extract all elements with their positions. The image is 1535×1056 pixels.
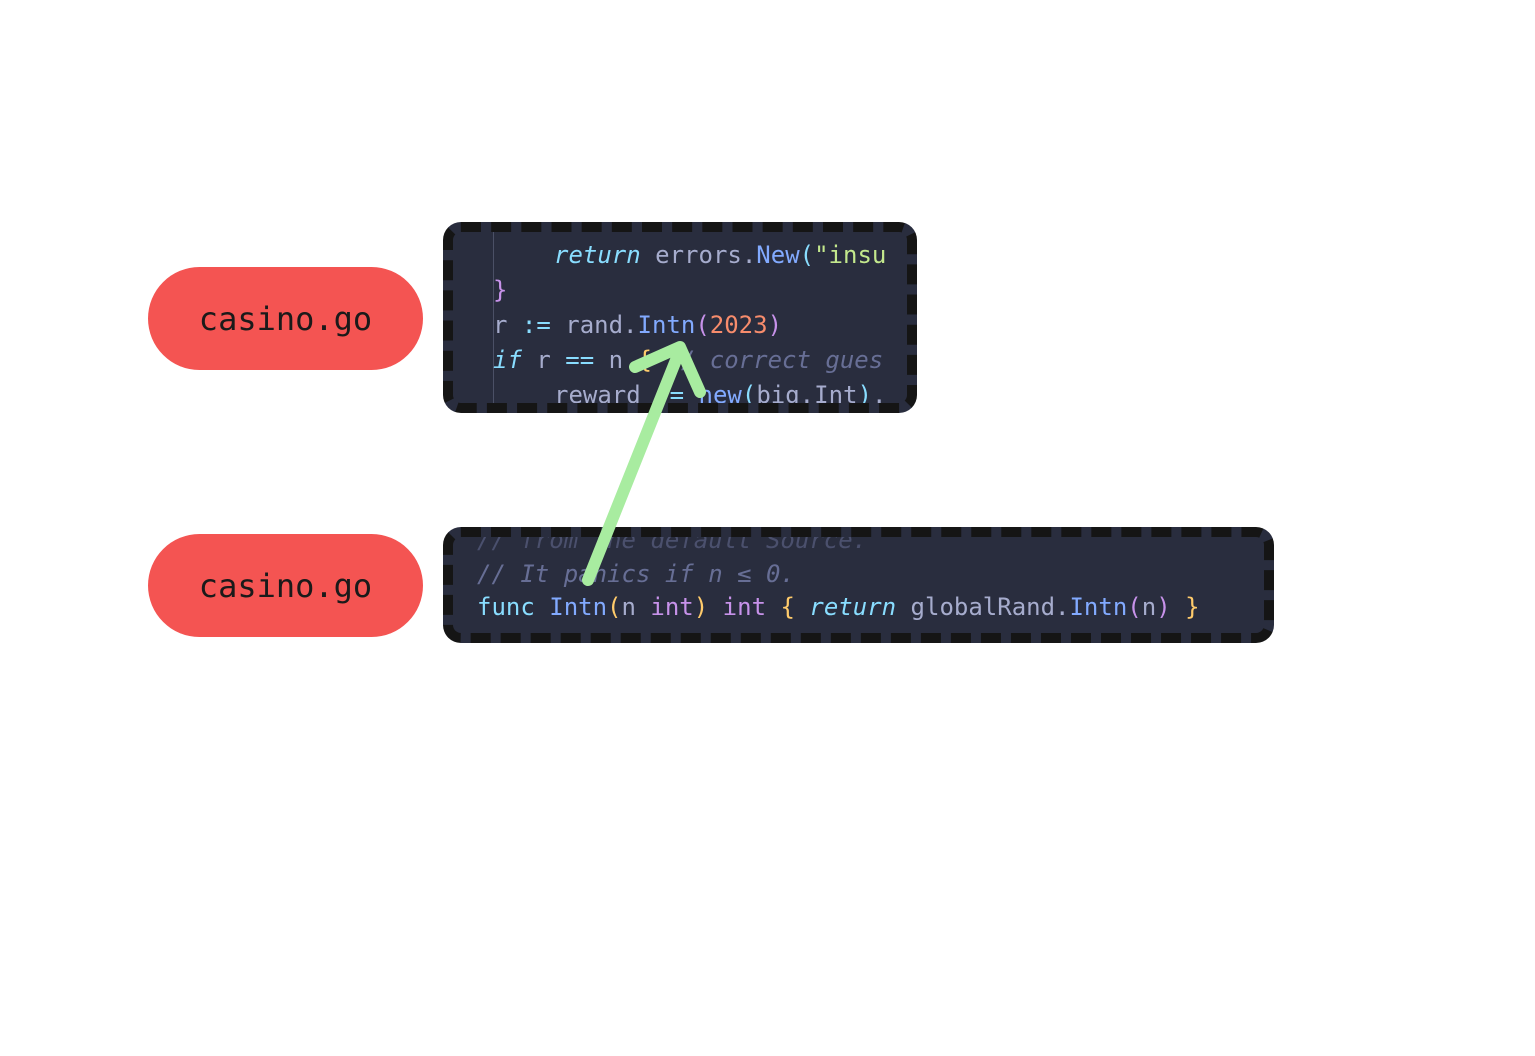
code-token xyxy=(684,381,698,403)
code-token: Intn xyxy=(549,593,608,621)
code-token: n xyxy=(621,593,651,621)
code-token: // It panics if n ≤ 0. xyxy=(477,560,795,588)
code-token: ( xyxy=(741,381,757,409)
file-label-casino-go-2: casino.go xyxy=(148,534,423,637)
code-token: ( xyxy=(607,593,622,621)
code-line: } xyxy=(493,275,507,305)
code-token xyxy=(1171,593,1185,621)
code-token: int xyxy=(722,593,767,621)
code-token: ) xyxy=(857,381,872,409)
code-token xyxy=(766,593,780,621)
code-snippet-caller: return errors.New("insu } r := rand.Intn… xyxy=(443,222,917,413)
code-token: := xyxy=(655,381,685,409)
code-token: ) xyxy=(693,593,709,621)
code-token xyxy=(795,593,809,621)
code-token: ( xyxy=(799,241,815,269)
code-token: errors. xyxy=(640,241,757,269)
code-token: { xyxy=(780,593,795,621)
code-line: return errors.New("insu xyxy=(554,240,886,270)
code-token: n xyxy=(594,346,638,374)
code-line: reward := new(big.Int). xyxy=(554,380,887,409)
code-token: // from the default Source. xyxy=(477,527,868,554)
code-token: func xyxy=(477,593,535,621)
code-line: r := rand.Intn(2023) xyxy=(493,310,782,340)
code-token: Intn xyxy=(1069,593,1128,621)
code-line: // from the default Source. xyxy=(477,527,868,555)
file-label-text: casino.go xyxy=(198,299,373,338)
code-token: r xyxy=(493,311,522,339)
code-token: == xyxy=(565,346,595,374)
code-token: Intn xyxy=(637,311,696,339)
code-token: return xyxy=(554,241,641,269)
code-token xyxy=(708,593,722,621)
code-token: 2023 xyxy=(709,311,768,339)
code-token: return xyxy=(809,593,897,621)
code-token: } xyxy=(493,276,508,304)
code-token: { xyxy=(637,346,652,374)
code-token: ) xyxy=(1156,593,1171,621)
code-token: New xyxy=(756,241,800,269)
code-token: if xyxy=(493,346,522,374)
code-line: if r == n { // correct gues xyxy=(493,345,883,375)
code-token: . xyxy=(871,381,887,409)
code-line: // It panics if n ≤ 0. xyxy=(477,559,795,589)
code-token: ( xyxy=(695,311,710,339)
code-line: func Intn(n int) int { return globalRand… xyxy=(477,592,1200,622)
code-token: r xyxy=(521,346,566,374)
code-token: rand. xyxy=(550,311,638,339)
indent-guide xyxy=(493,232,494,403)
code-token: globalRand. xyxy=(896,593,1070,621)
code-token: reward xyxy=(554,381,656,409)
code-token: new xyxy=(698,381,742,409)
file-label-casino-go: casino.go xyxy=(148,267,423,370)
code-token: int xyxy=(650,593,694,621)
code-token: big.Int xyxy=(756,381,858,409)
code-token: := xyxy=(521,311,551,339)
code-token: "insu xyxy=(814,241,887,269)
code-token: ) xyxy=(767,311,783,339)
code-token: n xyxy=(1141,593,1157,621)
code-token xyxy=(535,593,549,621)
code-token: } xyxy=(1185,593,1200,621)
file-label-text: casino.go xyxy=(198,566,373,605)
code-snippet-definition: // from the default Source. // It panics… xyxy=(443,527,1274,643)
code-token: ( xyxy=(1127,593,1142,621)
code-token: // correct gues xyxy=(651,346,884,374)
